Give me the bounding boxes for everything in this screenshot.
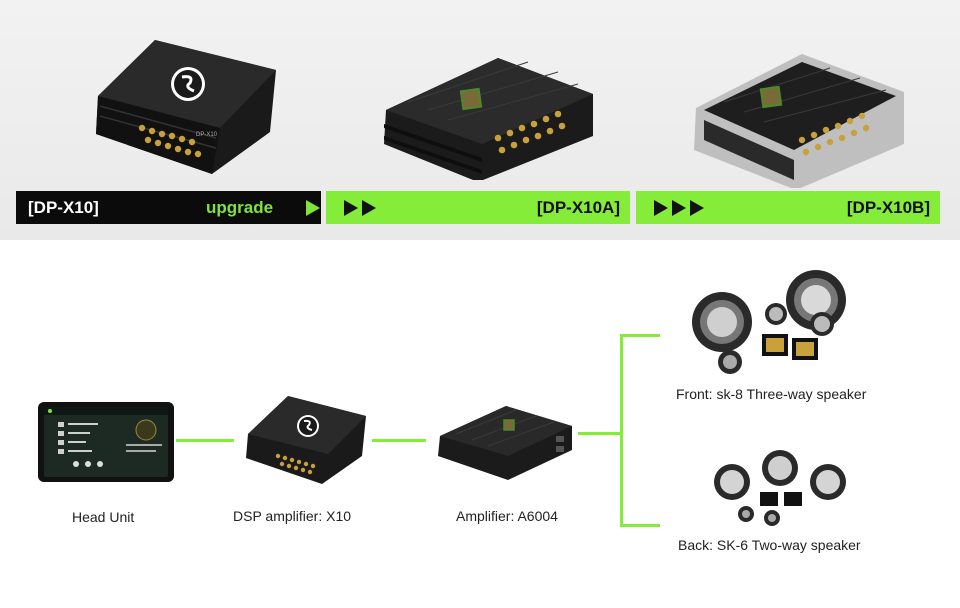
play-arrow-icon — [344, 200, 358, 216]
dp-x10a-banner: [DP-X10A] — [326, 191, 630, 224]
play-arrow-icon — [306, 200, 320, 216]
connector-line — [176, 439, 234, 442]
connector-line — [372, 439, 426, 442]
dp-x10b-product-image — [694, 54, 904, 188]
back-speaker-label: Back: SK-6 Two-way speaker — [678, 537, 861, 553]
upgrade-label: upgrade — [206, 198, 274, 217]
connector-line — [620, 334, 623, 527]
dp-x10-banner: [DP-X10] upgrade — [16, 191, 321, 224]
front-speaker-label: Front: sk-8 Three-way speaker — [676, 386, 867, 402]
connector-line — [620, 524, 660, 527]
dp-x10-model-label: [DP-X10] — [28, 198, 99, 217]
play-arrow-icon — [690, 200, 704, 216]
amplifier-a6004-image — [438, 406, 572, 480]
logo-emblem-icon — [171, 67, 205, 101]
dp-x10a-product-image — [384, 58, 593, 180]
connector-line — [578, 432, 622, 435]
dp-x10b-model-label: [DP-X10B] — [846, 198, 930, 217]
front-speakers-image — [692, 270, 846, 374]
dp-x10b-banner: [DP-X10B] — [636, 191, 940, 224]
dp-x10a-model-label: [DP-X10A] — [536, 198, 620, 217]
amplifier-label: Amplifier: A6004 — [456, 508, 558, 524]
head-unit-label: Head Unit — [72, 509, 135, 525]
dsp-amplifier-label: DSP amplifier: X10 — [233, 508, 352, 524]
svg-text:DP-X10: DP-X10 — [196, 132, 218, 138]
back-speakers-image — [714, 450, 846, 526]
dsp-amplifier-image — [246, 396, 366, 484]
play-arrow-icon — [672, 200, 686, 216]
connector-line — [620, 334, 660, 337]
head-unit-image — [38, 402, 174, 482]
dp-x10-product-image: DP-X10 — [96, 40, 276, 174]
play-arrow-icon — [654, 200, 668, 216]
play-arrow-icon — [362, 200, 376, 216]
